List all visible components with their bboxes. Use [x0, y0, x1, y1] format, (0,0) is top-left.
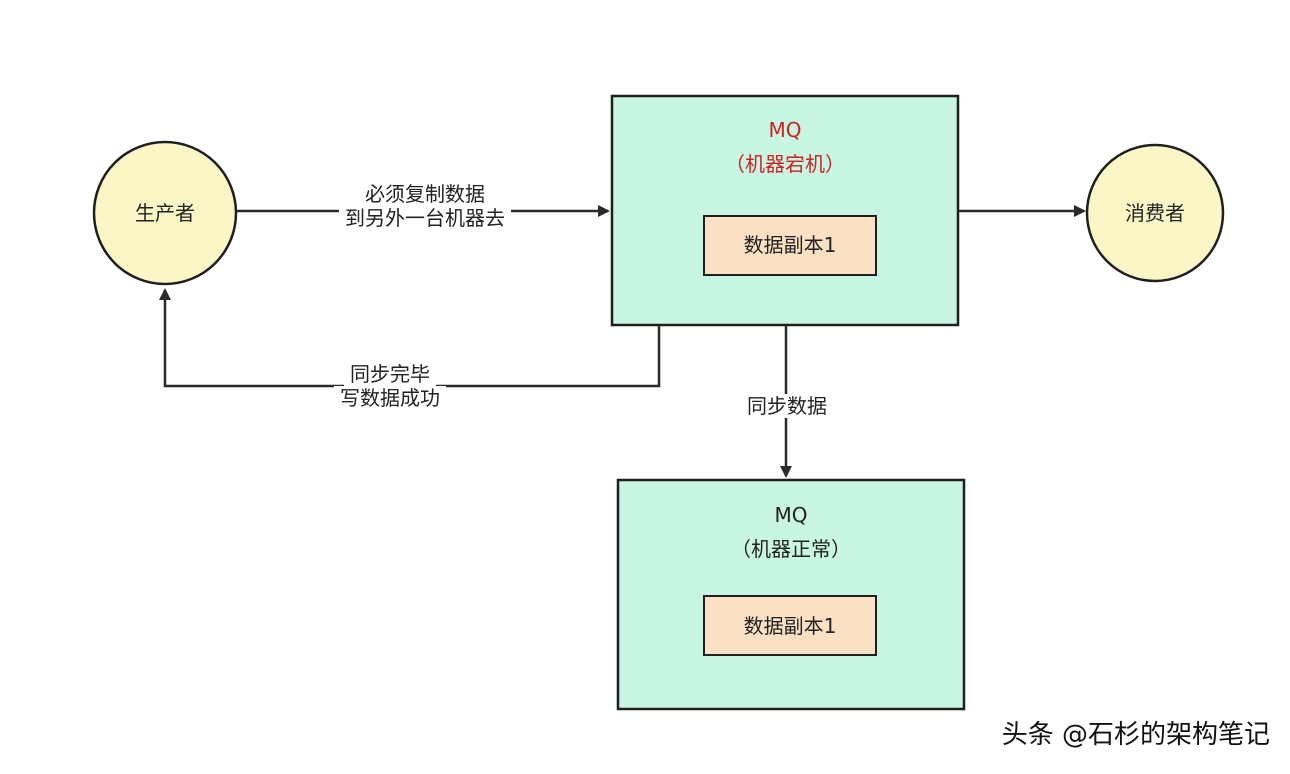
mq-sync-label-text: 同步数据: [741, 394, 833, 418]
producer-to-mq-label-line1: 必须复制数据: [359, 182, 491, 206]
mq-failed-title: MQ: [768, 118, 802, 142]
watermark: 头条 @石杉的架构笔记: [1001, 720, 1270, 750]
mq-sync-label: 同步数据: [712, 394, 862, 418]
mq-normal-subtitle: （机器正常）: [731, 537, 851, 561]
producer-to-mq-label: 必须复制数据 到另外一台机器去: [300, 182, 550, 230]
mq-normal-replica-box: [703, 595, 877, 656]
mq-to-producer-label-line2: 写数据成功: [334, 386, 446, 410]
mq-normal-title: MQ: [774, 503, 808, 527]
producer-node: [92, 140, 238, 286]
mq-normal-replica-label: 数据副本1: [743, 614, 837, 638]
consumer-node: [1085, 143, 1225, 283]
producer-label: 生产者: [135, 201, 195, 225]
mq-to-producer-label: 同步完毕 写数据成功: [300, 362, 480, 410]
mq-failed-subtitle: （机器宕机）: [725, 152, 845, 176]
mq-failed-replica-box: [703, 215, 877, 276]
producer-to-mq-label-line2: 到另外一台机器去: [339, 206, 511, 230]
mq-failed-replica-label: 数据副本1: [743, 233, 837, 257]
mq-to-producer-label-line1: 同步完毕: [344, 362, 436, 386]
mq-normal-box: [616, 478, 966, 711]
consumer-label: 消费者: [1125, 201, 1185, 225]
